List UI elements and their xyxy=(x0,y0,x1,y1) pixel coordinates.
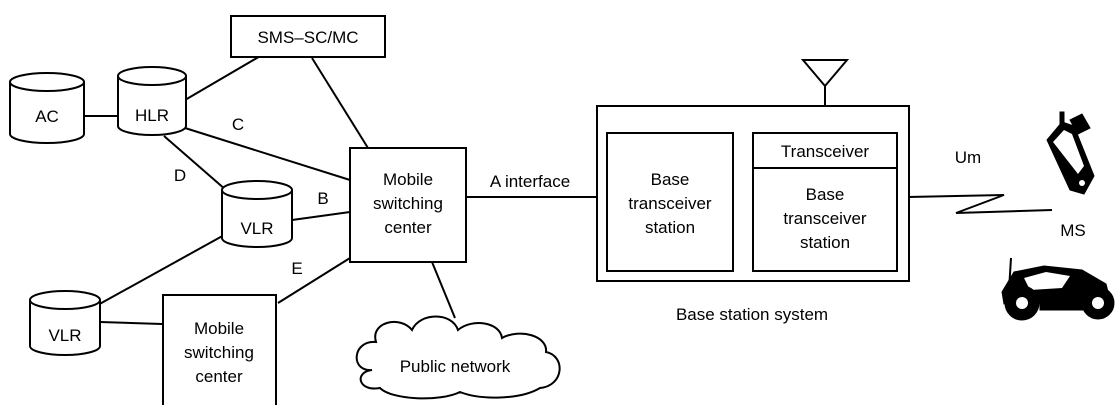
vlr-lower-label: VLR xyxy=(48,326,81,345)
ac-label: AC xyxy=(35,107,59,126)
sms-sc-mc-label: SMS–SC/MC xyxy=(257,28,358,47)
link-hlr-msc xyxy=(184,127,351,181)
link-hlr-vlr xyxy=(163,135,227,191)
link-msc-public xyxy=(431,261,456,319)
mobile-phone-icon xyxy=(1046,111,1095,195)
link-label-d: D xyxy=(174,166,186,185)
msc-main-line-1: Mobile xyxy=(383,170,433,189)
base-station-system-caption: Base station system xyxy=(676,305,828,324)
hlr-label: HLR xyxy=(135,106,169,125)
base-station-system: Base transceiver station Transceiver Bas… xyxy=(596,59,910,324)
link-label-um: Um xyxy=(955,148,981,167)
lightning-link-icon xyxy=(907,194,1053,214)
msc-main-line-2: switching xyxy=(373,194,443,213)
link-label-e: E xyxy=(291,259,302,278)
vlr-upper-database: VLR xyxy=(221,180,293,248)
link-vlr-vlr xyxy=(95,233,227,307)
bts-left-line-3: station xyxy=(645,218,695,237)
msc-second-box: Mobile switching center xyxy=(162,294,277,405)
public-network-label: Public network xyxy=(400,357,511,376)
bts-right-line-1: Base xyxy=(806,185,845,204)
link-msc-msc2 xyxy=(277,257,351,304)
link-vlr-msc xyxy=(291,211,351,221)
link-label-c: C xyxy=(232,115,244,134)
antenna-icon xyxy=(800,59,850,106)
bts-right-line-3: station xyxy=(800,233,850,252)
vlr-lower-database: VLR xyxy=(29,290,101,356)
bts-left-line-2: transceiver xyxy=(628,194,711,213)
bts-left-line-1: Base xyxy=(651,170,690,189)
hlr-database: HLR xyxy=(117,66,187,136)
link-label-a-interface: A interface xyxy=(490,172,570,191)
bts-right-line-2: transceiver xyxy=(783,209,866,228)
msc-main-line-3: center xyxy=(384,218,432,237)
transceiver-label: Transceiver xyxy=(781,142,870,161)
msc-main-box: Mobile switching center xyxy=(349,147,467,263)
link-vlr-msc2 xyxy=(99,321,163,325)
vehicle-icon xyxy=(1001,257,1115,321)
ms-label: MS xyxy=(1060,221,1086,240)
vlr-upper-label: VLR xyxy=(240,219,273,238)
ac-database: AC xyxy=(9,72,85,144)
link-label-b: B xyxy=(317,189,328,208)
msc-second-line-3: center xyxy=(195,367,243,386)
public-network-cloud: Public network xyxy=(355,315,561,400)
cloud-icon xyxy=(355,315,561,400)
link-sms-msc xyxy=(311,57,369,149)
msc-second-line-2: switching xyxy=(184,343,254,362)
link-hlr-sms xyxy=(184,54,263,101)
msc-second-line-1: Mobile xyxy=(194,319,244,338)
sms-sc-mc-box: SMS–SC/MC xyxy=(230,15,386,58)
